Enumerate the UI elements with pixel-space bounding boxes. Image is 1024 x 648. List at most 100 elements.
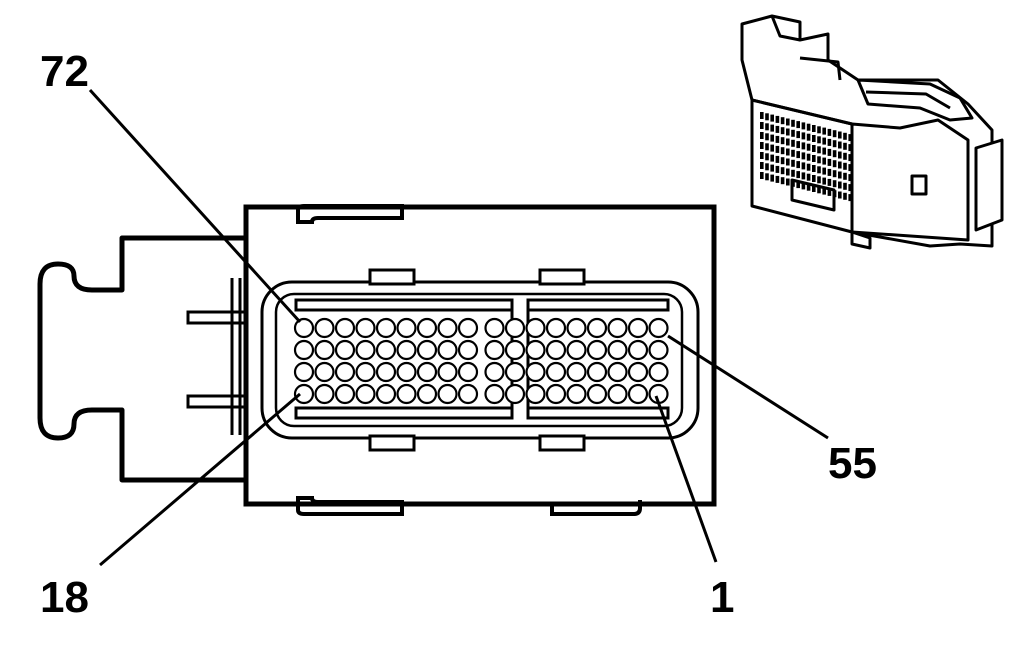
connector-rails [230,278,242,435]
pin-cavity [396,339,417,361]
pin-cavity [375,317,397,339]
isometric-pin [801,172,806,180]
pin-cavity [586,361,608,383]
isometric-pin [806,163,811,171]
isometric-pin [786,158,790,166]
pin-cavity [375,339,397,361]
pin-cavity [525,339,546,361]
isometric-pin [775,155,780,163]
isometric-pin [770,174,774,182]
pin-cavity [355,317,376,339]
pin-cavity [314,339,335,361]
isometric-pin [760,172,764,179]
pin-cavity [648,317,669,339]
pin-cavity [545,361,567,383]
isometric-pin [796,131,800,139]
pin-cavity [566,339,587,361]
connector-housing [243,204,717,507]
isometric-pin [827,158,832,166]
isometric-pin [760,152,764,159]
isometric-pin [760,132,764,139]
pin-cavity [504,339,526,361]
isometric-pin [765,143,769,151]
isometric-pin [832,140,837,148]
isometric-pin [812,145,816,152]
pin-cavity [545,339,567,361]
pin-cavity [396,361,417,383]
isometric-pin [791,139,795,147]
pin-cavity [525,317,546,339]
isometric-pin [786,148,790,156]
isometric-pin [843,192,847,200]
pin-cavity [627,361,649,383]
isometric-pin [765,123,769,131]
pin-cavity [504,383,526,405]
pin-cavity [566,383,587,405]
pin-cavity [396,317,417,339]
leader-line-72 [88,88,302,324]
isometric-pin [775,145,780,153]
isometric-pin [765,163,769,171]
pin-cavity [334,317,356,339]
isometric-pin [848,154,852,162]
isometric-pin [822,147,826,155]
isometric-pin [843,152,847,160]
pin-label-55: 55 [828,439,877,488]
pin-cavity [314,361,335,383]
isometric-pin [780,147,785,155]
isometric-pin [801,152,806,160]
pin-cavity [457,361,479,383]
connector-bottom-tab-left [296,496,404,516]
isometric-pin [796,141,800,149]
isometric-pin [822,177,826,185]
pin-cavity [504,361,526,383]
isometric-pin [827,178,832,186]
isometric-pin [848,144,852,152]
pin-label-72: 72 [40,47,89,96]
isometric-pin [801,122,806,130]
isometric-pin [760,122,764,129]
isometric-pin [765,133,769,141]
isometric-pin [786,128,790,136]
isometric-pin [843,182,847,190]
isometric-pin [765,173,769,181]
pin-label-18: 18 [40,573,89,622]
connector-shroud-inner [274,292,684,428]
isometric-pin [806,153,811,161]
leader-line-18 [99,392,301,567]
isometric-pin [786,118,790,126]
isometric-pin [832,130,837,138]
pin-cavity [648,361,669,383]
isometric-pin [817,156,821,164]
isometric-pin [775,135,780,143]
pin-cavity [375,361,397,383]
pin-cavity [484,317,505,339]
pin-cavity [416,361,438,383]
isometric-pin-array [760,112,852,202]
pin-cavity [314,317,335,339]
pin-cavity [566,317,587,339]
isometric-pin [838,151,842,159]
isometric-pin [786,168,790,176]
pin-cavity [545,383,567,405]
isometric-pin [843,142,847,150]
isometric-pin [812,165,816,172]
isometric-pin [848,194,852,202]
isometric-pin [760,142,764,149]
pin-cavity [627,383,649,405]
pin-cavity [627,339,649,361]
isometric-pin [780,157,785,165]
pin-cavity [355,361,376,383]
pin-cavity [437,339,458,361]
isometric-pin [760,112,764,119]
pin-cavity [437,317,458,339]
isometric-pin [791,119,795,127]
isometric-pin [827,148,832,156]
pin-cavity [648,339,669,361]
isometric-pin [822,187,826,195]
isometric-pin [843,132,847,140]
isometric-pin [770,124,774,132]
pin-cavity [607,361,628,383]
pin-cavity [627,317,649,339]
